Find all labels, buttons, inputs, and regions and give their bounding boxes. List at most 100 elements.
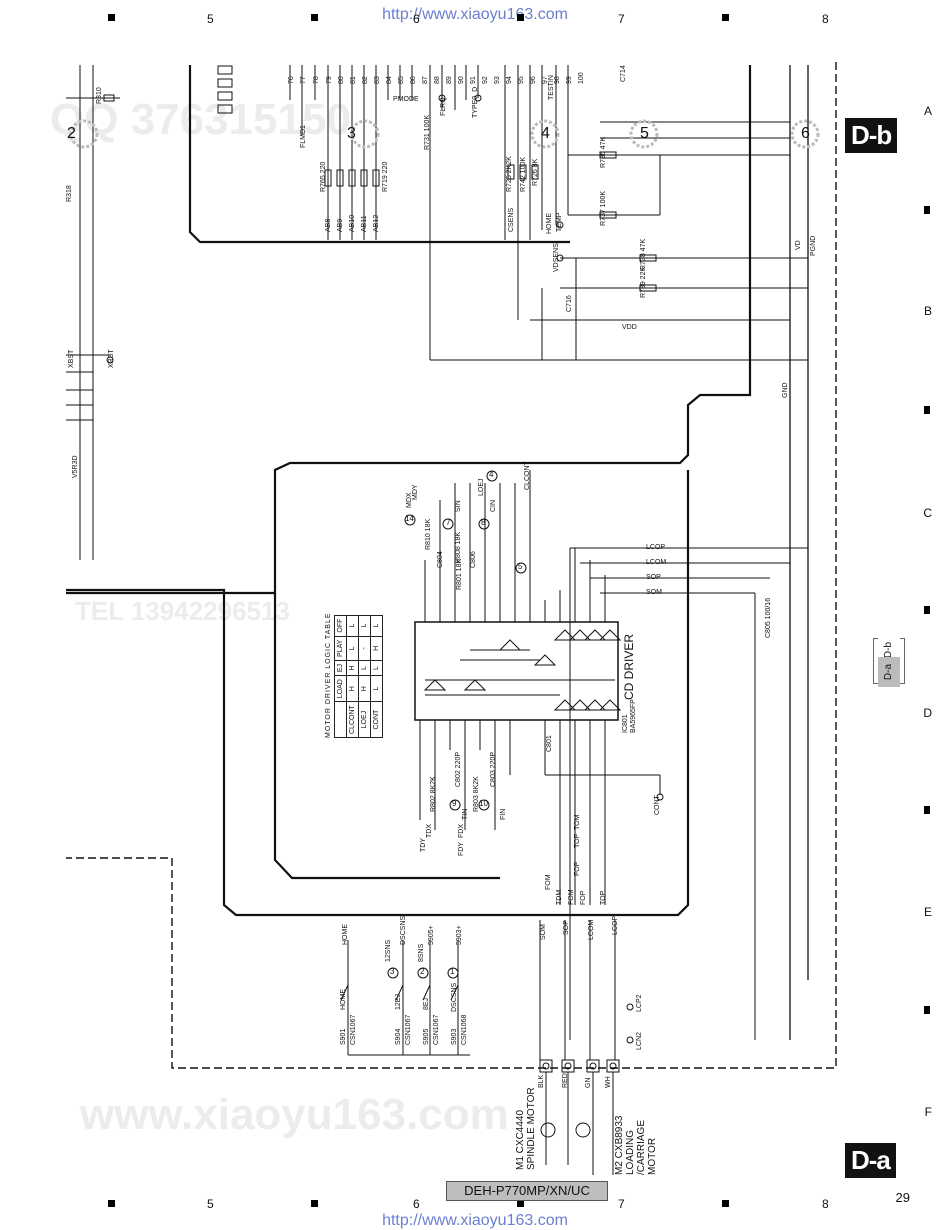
motor-m1-part: CXC4440 — [515, 1109, 526, 1154]
logic-cell: H — [358, 675, 371, 702]
switch-s905-ref: S905 — [423, 1028, 430, 1045]
wire-gn: GN — [585, 1077, 592, 1089]
sig-top: TOP — [574, 833, 581, 848]
sig-gnd: GND — [782, 382, 789, 398]
sig-ab11: AB11 — [361, 215, 368, 232]
sig-v5r3d: V5R3D — [72, 455, 79, 478]
col-8-bottom: 8 — [822, 1197, 829, 1211]
sig-xrst: XRST — [108, 349, 115, 368]
grid-mark — [517, 1200, 524, 1207]
bottom-url[interactable]: http://www.xiaoyu163.com — [382, 1212, 568, 1229]
motor-m2-part: CXB8933 — [614, 1115, 625, 1159]
sig-12sns: 12SNS — [385, 939, 392, 962]
row-d: D — [923, 706, 932, 720]
mcu-outline — [188, 65, 570, 244]
ic-title: CD DRIVER — [622, 633, 636, 700]
side-index: D-b D-a — [873, 635, 905, 687]
pin-86: 86 — [410, 76, 417, 84]
switch-s903-ref: S903 — [451, 1028, 458, 1045]
pin-83: 83 — [374, 76, 381, 84]
sig-clcont: CLCONT — [524, 461, 531, 490]
switch-s904-ref: S904 — [395, 1028, 402, 1045]
sig-temp: TEMP — [556, 212, 563, 232]
cap-c804: C804 — [437, 551, 444, 568]
zone-5: 5 — [640, 125, 649, 142]
sig-sin: SIN — [455, 500, 462, 512]
sig-fop-bottom: FOP — [580, 890, 587, 905]
page-number: 29 — [895, 1190, 910, 1205]
grid-mark — [924, 806, 930, 814]
sig-ab8: AB8 — [325, 218, 332, 232]
switch-s905-part: CSN1067 — [433, 1014, 440, 1045]
board-outline — [66, 62, 837, 1069]
tp-7: 7 — [446, 518, 451, 527]
grid-mark — [924, 406, 930, 414]
motor-m2-name: LOADING /CARRIAGE MOTOR — [625, 1119, 658, 1175]
model-label: DEH-P770MP/XN/UC — [446, 1181, 608, 1201]
sig-vdsens: VDSENS — [553, 243, 560, 272]
sig-tin: TIN — [462, 808, 469, 820]
grid-mark — [924, 206, 930, 214]
col-5-top: 5 — [207, 12, 214, 26]
sig-lcom: LCOM — [646, 559, 667, 566]
sig-tom: TOM — [574, 814, 581, 830]
sig-5905: 5905+ — [428, 925, 435, 945]
cap-c801: C801 — [546, 735, 553, 752]
zone-2: 2 — [67, 125, 76, 142]
motor-m1: M1 CXC4440 SPINDLE MOTOR — [515, 1087, 537, 1170]
logic-cell: L — [358, 615, 371, 637]
res-r801: R801 18K — [456, 558, 463, 590]
watermark-tel: TEL 13942296513 — [75, 596, 290, 626]
switch-s904-part: CSN1067 — [405, 1014, 412, 1045]
sig-cont: CONT — [654, 795, 661, 815]
ic801-body — [414, 621, 619, 721]
wire-blk: BLK — [538, 1074, 545, 1088]
pin-94: 94 — [506, 76, 513, 84]
pin-99: 99 — [566, 76, 573, 84]
row-a: A — [923, 104, 932, 118]
switch-s903-part: CSN1068 — [461, 1014, 468, 1045]
tp-4: 4 — [489, 470, 494, 479]
tp-5: 5 — [518, 562, 523, 571]
pin-87: 87 — [422, 76, 429, 84]
ic-part: BA5965FP — [630, 699, 637, 733]
pin-85: 85 — [398, 76, 405, 84]
col-6-top: 6 — [413, 12, 420, 26]
sig-xbst: XBST — [68, 349, 75, 368]
pin-79: 79 — [326, 76, 333, 84]
sig-fdx: FDX — [458, 824, 465, 838]
pin-93: 93 — [494, 76, 501, 84]
sig-ab10: AB10 — [349, 214, 356, 232]
res-r731: R731 100K — [424, 114, 431, 150]
res-r738: R738 47K — [640, 238, 647, 270]
logic-header-3: PLAY — [334, 636, 347, 661]
pin-100: 100 — [578, 72, 585, 84]
res-r736: R736 47K — [600, 136, 607, 168]
col-7-bottom: 7 — [618, 1197, 625, 1211]
sig-home-top: HOME — [546, 213, 553, 234]
cap-c716: C716 — [566, 295, 573, 312]
row-f: F — [924, 1105, 932, 1119]
sig-lcop: LCOP — [646, 544, 666, 551]
sig-csens: CSENS — [508, 207, 515, 232]
logic-cell: L — [370, 615, 383, 637]
grid-mark — [108, 14, 115, 21]
motor-m1-ref: M1 — [515, 1156, 526, 1170]
sig-fdy: FDY — [458, 842, 465, 856]
sig-8sns: 8SNS — [418, 943, 425, 962]
sig-ab12: AB12 — [373, 214, 380, 232]
sig-type0d: TYPE0_D — [472, 86, 479, 118]
sig-lcn2: LCN2 — [636, 1032, 643, 1050]
tp-9: 9 — [452, 799, 457, 808]
pin-96: 96 — [530, 76, 537, 84]
cap-c714: C714 — [620, 65, 627, 82]
grid-mark — [311, 1200, 318, 1207]
logic-table-title: MOTOR DRIVER LOGIC TABLE — [325, 612, 332, 738]
sig-tdx: TDX — [426, 824, 433, 838]
wire-red: RED — [562, 1073, 569, 1088]
row-b: B — [923, 304, 932, 318]
res-r802: R802 8K2K — [430, 776, 437, 812]
switch-s903-num: 1 — [450, 967, 455, 976]
switch-s905-label: 8EJ — [423, 997, 430, 1010]
pin-81: 81 — [350, 76, 357, 84]
